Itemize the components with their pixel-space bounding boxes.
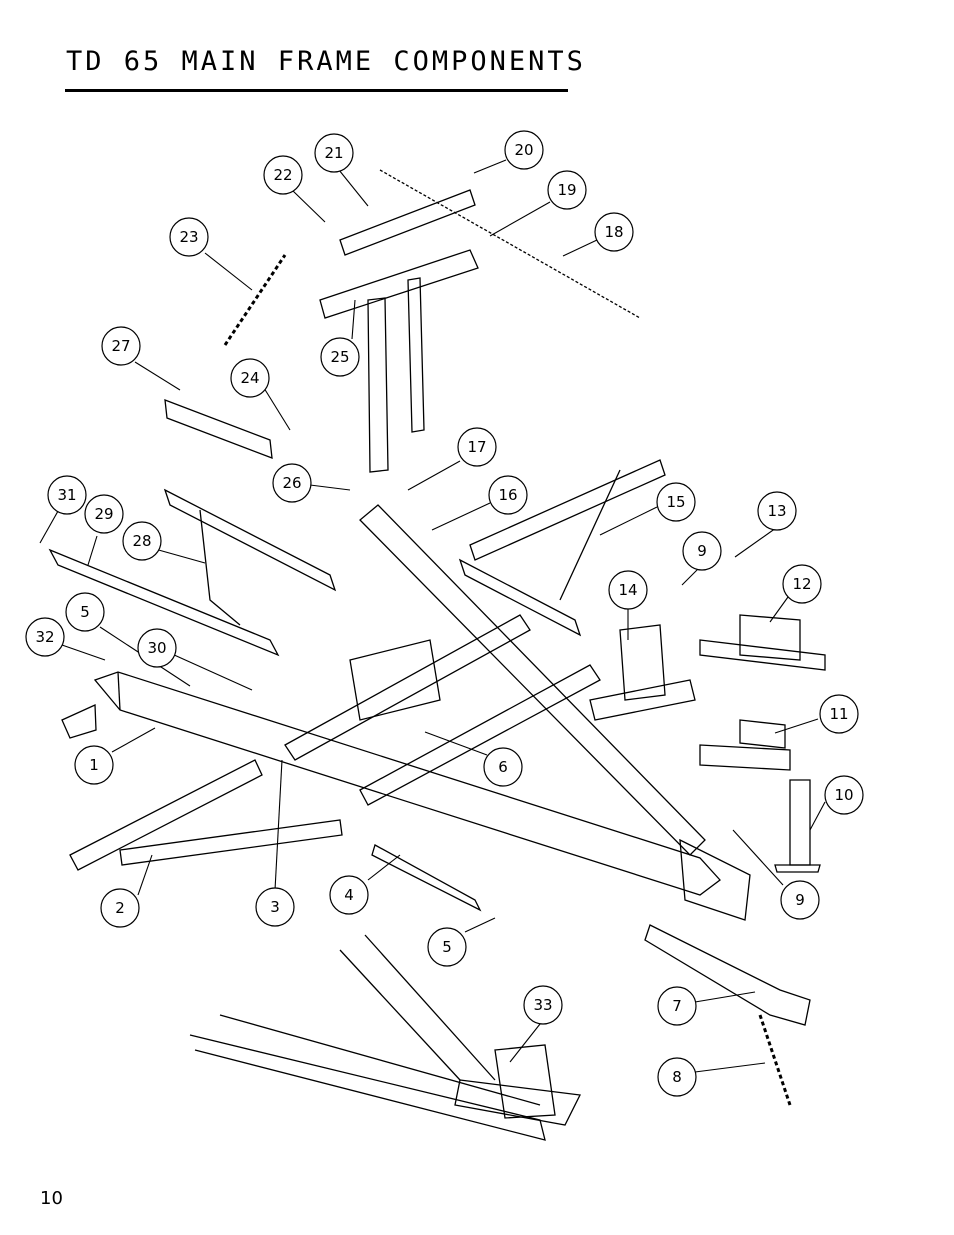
callout-15: 15 — [656, 482, 696, 522]
page-number: 10 — [40, 1188, 63, 1209]
callout-20: 20 — [504, 130, 544, 170]
callout-6: 6 — [483, 747, 523, 787]
svg-text:29: 29 — [94, 505, 113, 523]
title-underline — [65, 89, 568, 92]
callout-31: 31 — [47, 475, 87, 515]
svg-text:7: 7 — [672, 997, 682, 1015]
callout-12: 12 — [782, 564, 822, 604]
svg-text:3: 3 — [270, 898, 280, 916]
svg-text:21: 21 — [324, 144, 343, 162]
svg-text:5: 5 — [442, 938, 452, 956]
callouts: 1 2 3 4 5 5 6 7 — [25, 130, 864, 1097]
leader-lines — [39, 159, 826, 1073]
svg-text:9: 9 — [697, 542, 707, 560]
svg-text:26: 26 — [282, 474, 301, 492]
callout-1: 1 — [74, 745, 114, 785]
svg-text:9: 9 — [795, 891, 805, 909]
svg-text:25: 25 — [330, 348, 349, 366]
svg-text:27: 27 — [111, 337, 130, 355]
callout-27: 27 — [101, 326, 141, 366]
callout-28: 28 — [122, 521, 162, 561]
callout-22: 22 — [263, 155, 303, 195]
svg-text:22: 22 — [273, 166, 292, 184]
frame-drawing — [48, 169, 826, 1141]
svg-text:32: 32 — [35, 628, 54, 646]
svg-text:24: 24 — [240, 369, 259, 387]
callout-23: 23 — [169, 217, 209, 257]
svg-text:19: 19 — [557, 181, 576, 199]
svg-text:5: 5 — [80, 603, 90, 621]
callout-32: 32 — [25, 617, 65, 657]
callout-24: 24 — [230, 358, 270, 398]
svg-text:23: 23 — [179, 228, 198, 246]
svg-text:13: 13 — [767, 502, 786, 520]
callout-29: 29 — [84, 494, 124, 534]
callout-18: 18 — [594, 212, 634, 252]
svg-text:17: 17 — [467, 438, 486, 456]
svg-text:15: 15 — [666, 493, 685, 511]
callout-7: 7 — [657, 986, 697, 1026]
svg-text:33: 33 — [533, 996, 552, 1014]
callout-8: 8 — [657, 1057, 697, 1097]
callout-30: 30 — [137, 628, 177, 668]
svg-text:30: 30 — [147, 639, 166, 657]
callout-26: 26 — [272, 463, 312, 503]
svg-text:31: 31 — [57, 486, 76, 504]
svg-text:18: 18 — [604, 223, 623, 241]
svg-text:6: 6 — [498, 758, 508, 776]
svg-text:2: 2 — [115, 899, 125, 917]
svg-text:14: 14 — [618, 581, 637, 599]
callout-17: 17 — [457, 427, 497, 467]
callout-13: 13 — [757, 491, 797, 531]
callout-4: 4 — [329, 875, 369, 915]
callout-11: 11 — [819, 694, 859, 734]
svg-text:8: 8 — [672, 1068, 682, 1086]
callout-10: 10 — [824, 775, 864, 815]
callout-16: 16 — [488, 475, 528, 515]
svg-text:20: 20 — [514, 141, 533, 159]
callout-9-lower: 9 — [780, 880, 820, 920]
svg-text:4: 4 — [344, 886, 354, 904]
svg-text:10: 10 — [834, 786, 853, 804]
callout-21: 21 — [314, 133, 354, 173]
svg-text:1: 1 — [89, 756, 99, 774]
callout-19: 19 — [547, 170, 587, 210]
svg-text:11: 11 — [829, 705, 848, 723]
callout-5-lower: 5 — [427, 927, 467, 967]
svg-text:28: 28 — [132, 532, 151, 550]
callout-5-upper: 5 — [65, 592, 105, 632]
callout-33: 33 — [523, 985, 563, 1025]
callout-14: 14 — [608, 570, 648, 610]
callout-25: 25 — [320, 337, 360, 377]
callout-9-upper: 9 — [682, 531, 722, 571]
svg-text:12: 12 — [792, 575, 811, 593]
svg-text:16: 16 — [498, 486, 517, 504]
page-title: TD 65 MAIN FRAME COMPONENTS — [66, 46, 586, 77]
callout-3: 3 — [255, 887, 295, 927]
callout-2: 2 — [100, 888, 140, 928]
